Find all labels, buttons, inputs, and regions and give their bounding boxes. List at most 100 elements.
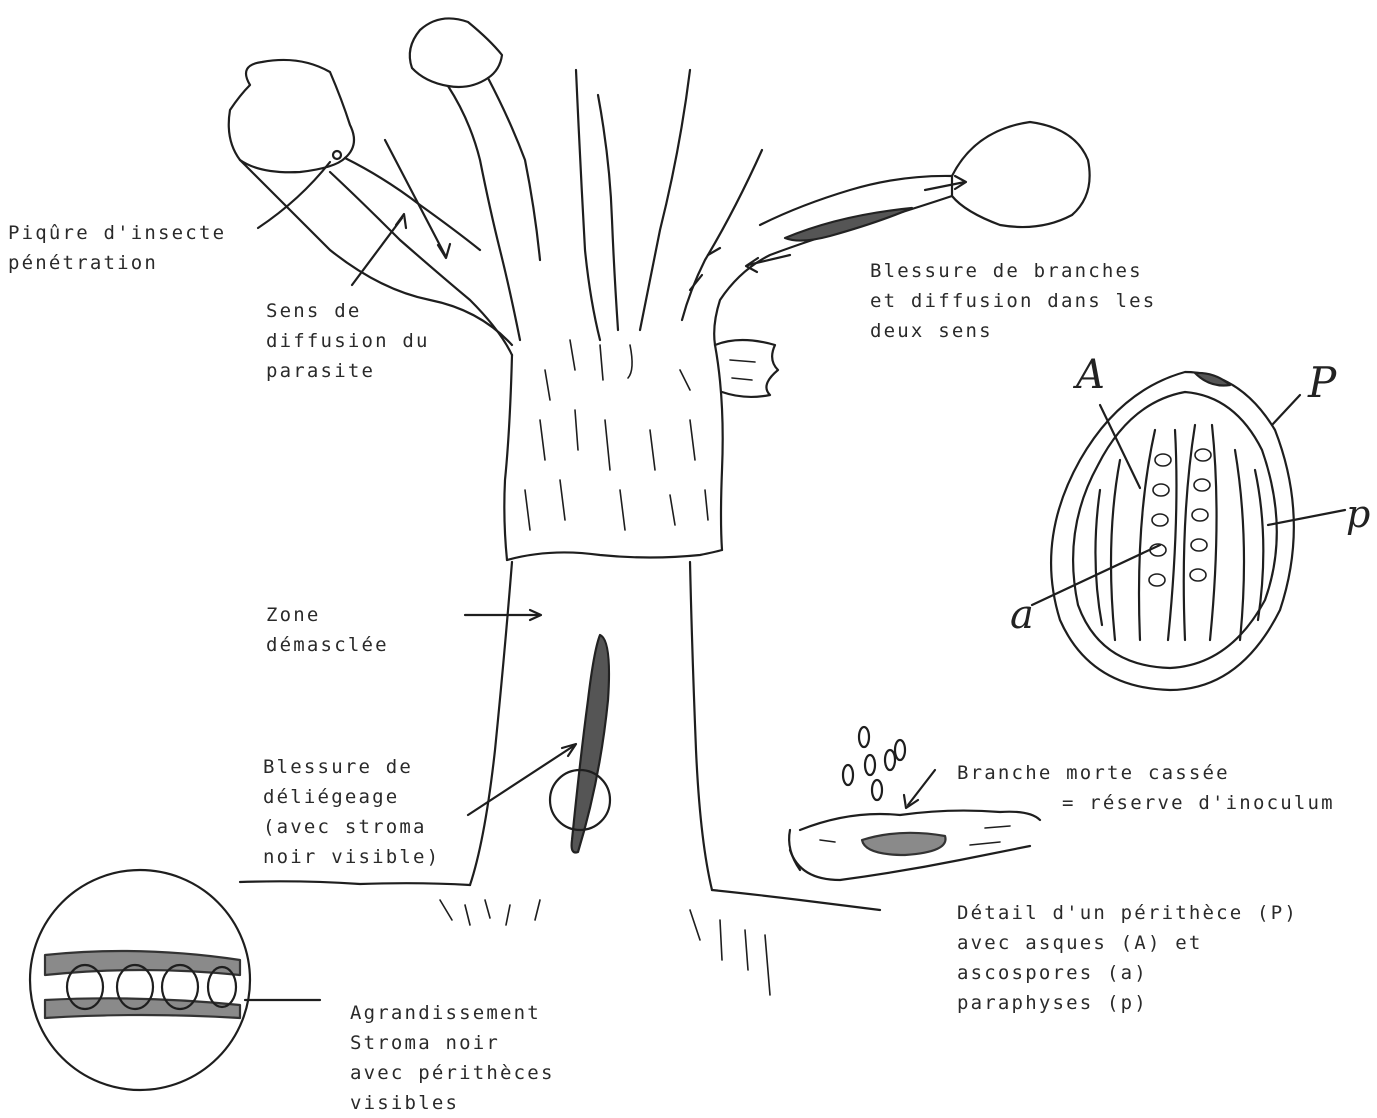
label-line: Branche morte cassée (957, 758, 1335, 788)
spore (895, 740, 905, 760)
bark-break-mark (732, 378, 752, 380)
label-line: pénétration (8, 248, 226, 278)
trunk-upper-right (715, 345, 723, 550)
bark-mark (560, 480, 565, 520)
bark-mark (540, 420, 545, 460)
bark-break (715, 340, 778, 397)
label-line: diffusion du (266, 326, 430, 356)
paraphyse (1111, 460, 1120, 640)
label-line: Sens de (266, 296, 430, 326)
ascospore (1149, 574, 1165, 586)
ascospore (1191, 539, 1207, 551)
root-mark (485, 900, 490, 918)
bark-mark (525, 490, 530, 530)
ascospore (1153, 484, 1169, 496)
ascospore (1192, 509, 1208, 521)
paraphyse (1255, 470, 1263, 620)
label-blessure-branches: Blessure de branches et diffusion dans l… (870, 256, 1156, 346)
label-line: Détail d'un périthèce (P) (957, 898, 1298, 928)
branch-center (576, 70, 600, 340)
bark-mark (705, 490, 708, 520)
label-line: paraphyses (p) (957, 988, 1298, 1018)
label-line: ascospores (a) (957, 958, 1298, 988)
paraphyse (1235, 450, 1244, 640)
label-agrandissement: Agrandissement Stroma noir avec périthèc… (350, 998, 555, 1118)
label-line: Blessure de (263, 752, 440, 782)
label-branche-morte: Branche morte cassée = réserve d'inoculu… (957, 758, 1335, 818)
insect-bite (333, 151, 341, 159)
label-piqure: Piqûre d'insecte pénétration (8, 218, 226, 278)
bark-mark (650, 430, 655, 470)
label-line: avec asques (A) et (957, 928, 1298, 958)
branch-right-up (640, 70, 690, 330)
bark-mark (620, 490, 625, 530)
label-line: deux sens (870, 316, 1156, 346)
root-mark (720, 920, 722, 960)
letter-a: a (1010, 595, 1034, 635)
root-mark (465, 905, 470, 925)
dead-branch-mark (820, 840, 835, 842)
label-line: déliégeage (263, 782, 440, 812)
magnification-circle (30, 870, 250, 1090)
trunk-bark-rim (507, 550, 722, 560)
bark-break-mark (730, 360, 755, 362)
spore-arrow (908, 770, 935, 805)
branch-right-up-2 (682, 150, 762, 320)
stroma-band-top (45, 951, 240, 975)
ascus-1 (1139, 430, 1155, 640)
ascus-1b (1168, 430, 1176, 640)
label-line: Piqûre d'insecte (8, 218, 226, 248)
label-line: démasclée (266, 630, 389, 660)
foliage-left (229, 60, 354, 172)
bark-mark (680, 370, 690, 390)
dead-branch-stroma (862, 833, 946, 855)
bark-mark (670, 495, 675, 525)
bark-mark (628, 345, 632, 378)
trunk-lower-right (690, 562, 712, 890)
label-line: (avec stroma (263, 812, 440, 842)
letter-p: p (1346, 495, 1370, 533)
bark-mark (570, 340, 575, 370)
label-line: = réserve d'inoculum (957, 788, 1335, 818)
label-blessure-delie: Blessure de déliégeage (avec stroma noir… (263, 752, 440, 872)
spore (885, 750, 895, 770)
ascospore (1194, 479, 1210, 491)
foliage-right (952, 122, 1090, 227)
spore (872, 780, 882, 800)
label-line: visibles (350, 1088, 555, 1118)
ascospore (1195, 449, 1211, 461)
label-detail: Détail d'un périthèce (P) avec asques (A… (957, 898, 1298, 1018)
label-line: noir visible) (263, 842, 440, 872)
root-mark (745, 930, 748, 970)
spore (865, 755, 875, 775)
pointer-p (1268, 510, 1345, 525)
ascospore (1152, 514, 1168, 526)
bark-mark (690, 420, 695, 460)
dead-branch-mark (970, 842, 1000, 845)
label-sens: Sens de diffusion du parasite (266, 296, 430, 386)
bark-mark (600, 345, 603, 380)
bark-mark (575, 410, 578, 450)
branch-wound (785, 208, 912, 241)
root-mark (440, 900, 452, 920)
ascus-2 (1184, 425, 1195, 640)
trunk-upper-left (504, 355, 512, 560)
pointer-P (1272, 395, 1300, 425)
arrow-down-left (385, 140, 445, 255)
dead-branch-mark (985, 826, 1010, 828)
letter-P: P (1308, 362, 1336, 404)
ground-right (712, 890, 880, 910)
ground-left (240, 881, 470, 885)
label-line: Blessure de branches (870, 256, 1156, 286)
spore (859, 727, 869, 747)
label-line: Stroma noir (350, 1028, 555, 1058)
trunk-lower-left (470, 562, 512, 885)
ascospore (1190, 569, 1206, 581)
bark-mark (605, 420, 610, 470)
label-line: et diffusion dans les (870, 286, 1156, 316)
label-line: Zone (266, 600, 389, 630)
perithece-ostiole (1195, 373, 1230, 386)
label-zone: Zone démasclée (266, 600, 389, 660)
spore (843, 765, 853, 785)
foliage-top (410, 18, 502, 87)
